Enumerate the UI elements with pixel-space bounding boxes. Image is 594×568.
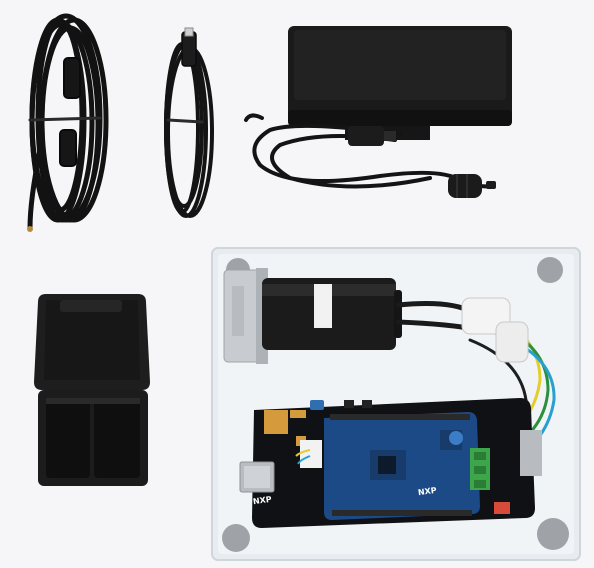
board-wires: [295, 449, 311, 465]
black-storage-case: [34, 294, 150, 486]
adapter-output-cable: [244, 113, 492, 189]
coiled-ac-power-cord: [27, 13, 109, 232]
motor-sticker-text: [316, 287, 330, 325]
hall-connector: [461, 297, 529, 363]
standoff-bottom-left: [222, 524, 250, 552]
standoff-top-right: [537, 257, 563, 283]
dip-switch: [494, 502, 510, 514]
bldc-motor: [262, 278, 402, 350]
side-connector: [520, 430, 542, 476]
motor-mount-bracket: [223, 268, 268, 364]
dc-plug: [348, 126, 396, 146]
ferrite-bead: [448, 174, 496, 198]
power-adapter-brick: [288, 26, 512, 140]
white-header: [300, 440, 322, 468]
blue-button: [310, 400, 324, 410]
coiled-usb-cable: [164, 27, 214, 218]
gold-pad: [264, 410, 288, 434]
standoff-bottom-right: [537, 518, 569, 550]
motor-control-shield: [300, 412, 490, 520]
